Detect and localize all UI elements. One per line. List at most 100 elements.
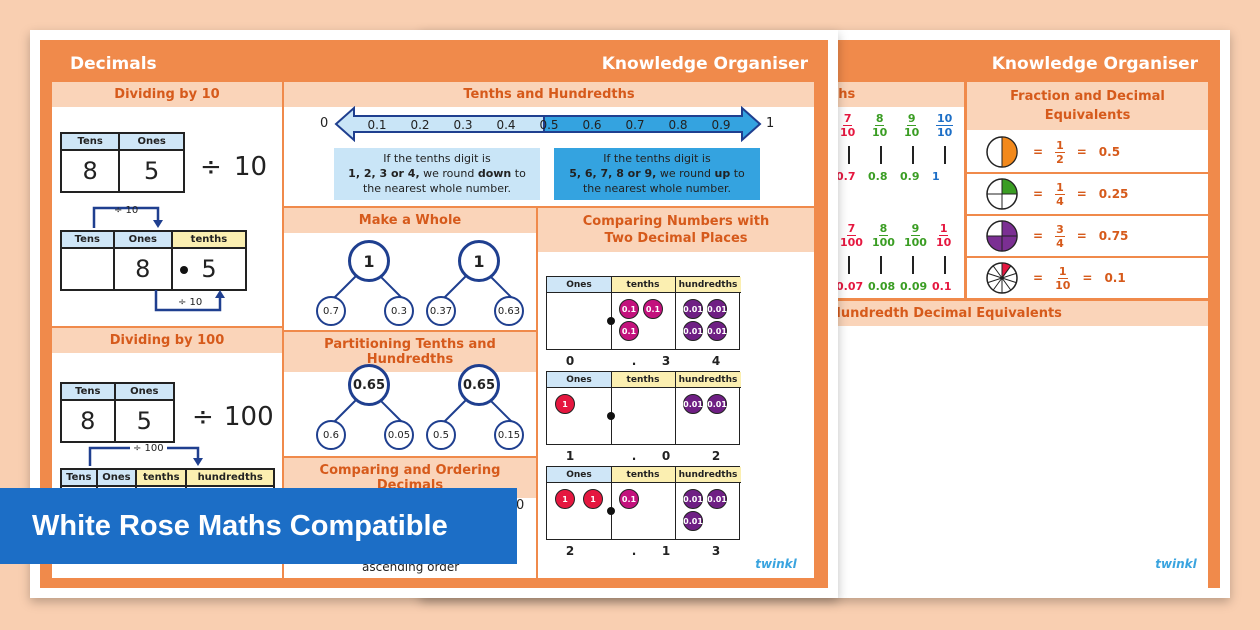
tenths-decimal: 0.07 — [836, 280, 864, 293]
chart-digit: 4 — [711, 354, 721, 368]
counter-tenths: 0.1 — [619, 489, 639, 509]
chart-digit: . — [631, 354, 637, 368]
divisor: 100 — [224, 402, 274, 432]
twinkl-logo-right: twinkl — [1150, 552, 1202, 576]
counter-hundredths: 0.01 — [707, 299, 727, 319]
fraction-numerator: 1 — [1055, 138, 1065, 153]
ordering-digit: 0 — [516, 498, 525, 513]
number-line-start: 0 — [320, 116, 329, 131]
equals-sign: = — [1082, 271, 1093, 285]
bond-part: 0.6 — [316, 420, 346, 450]
chart-digit: . — [631, 544, 637, 558]
chart-header: tenths — [611, 277, 675, 293]
chart-divider — [611, 277, 612, 349]
twinkl-logo-left: twinkl — [750, 552, 802, 576]
chart-header: Ones — [547, 467, 611, 483]
dividing-by-10-title: Dividing by 10 — [52, 82, 282, 107]
equals-sign: = — [1033, 145, 1044, 159]
chart-digit: 3 — [661, 354, 671, 368]
equals-sign: = — [1033, 229, 1044, 243]
fraction-denominator: 100 — [872, 236, 895, 249]
fraction-denominator: 10 — [840, 126, 856, 139]
fraction-numerator: 9 — [910, 222, 921, 236]
counter-hundredths: 0.01 — [683, 489, 703, 509]
equals-sign: = — [1076, 229, 1087, 243]
decimal-point — [607, 317, 615, 325]
fraction-denominator: 100 — [840, 236, 863, 249]
tick-label: 0.8 — [668, 118, 688, 132]
fraction-denominator: 10 — [937, 126, 953, 139]
round-up-word: up — [714, 167, 731, 180]
pv-header: Tens — [60, 468, 98, 487]
place-value-table-bottom: Tens Ones tenths 8 5 — [60, 230, 248, 291]
pv-header: tenths — [135, 468, 188, 487]
tenths-decimal: 0.08 — [868, 280, 896, 293]
chart-digit: 2 — [565, 544, 575, 558]
pv-digit: 8 — [60, 399, 116, 443]
fraction-numerator: 7 — [846, 222, 857, 236]
bond-part: 0.05 — [384, 420, 414, 450]
equivalent-decimal: 0.1 — [1104, 271, 1126, 285]
tenths-decimal: 0.9 — [900, 170, 920, 183]
counter-hundredths: 0.01 — [683, 394, 703, 414]
shift-arrow-top — [92, 206, 163, 228]
divide-operator: ÷ — [200, 152, 222, 182]
fraction-denominator: 10 — [904, 126, 920, 139]
pv-header: Ones — [95, 468, 138, 487]
equivalent-decimal: 0.5 — [1098, 145, 1121, 159]
fraction-connector — [880, 146, 882, 164]
pv-digit: 8 — [59, 149, 121, 193]
chart-digit: 3 — [711, 544, 721, 558]
counter-hundredths: 0.01 — [707, 489, 727, 509]
bond-part: 0.3 — [384, 296, 414, 326]
fraction-numerator: 1 — [938, 222, 949, 236]
tenths-decimal: 1 — [932, 170, 940, 183]
bond-part: 0.63 — [494, 296, 524, 326]
counter-ones: 1 — [555, 489, 575, 509]
round-up-line1: If the tenths digit is — [603, 152, 711, 165]
counter-tenths: 0.1 — [643, 299, 663, 319]
tick-label: 0.7 — [625, 118, 645, 132]
decimal-point — [607, 507, 615, 515]
decimal-point — [607, 412, 615, 420]
chart-divider — [675, 277, 676, 349]
bond-part: 0.37 — [426, 296, 456, 326]
equivalent-decimal: 0.25 — [1098, 187, 1129, 201]
pv-header: Ones — [112, 230, 173, 249]
dividing-by-100-title: Dividing by 100 — [52, 328, 282, 353]
partitioning-title: Partitioning Tenths and Hundredths — [284, 332, 536, 372]
shift-arrow-100 — [88, 446, 203, 466]
chart-digit: 1 — [565, 449, 575, 463]
counter-ones: 1 — [555, 394, 575, 414]
pv-digit: 5 — [118, 149, 185, 193]
fraction-numerator: 1 — [1055, 180, 1065, 195]
tick-label: 0.5 — [539, 118, 559, 132]
tick-label: 0.4 — [496, 118, 516, 132]
fraction-numerator: 8 — [878, 222, 889, 236]
number-line-arrow — [334, 106, 762, 142]
counter-tenths: 0.1 — [619, 299, 639, 319]
chart-divider — [611, 467, 612, 539]
counter-hundredths: 0.01 — [707, 321, 727, 341]
pv-header: tenths — [170, 230, 248, 249]
bond-part: 0.5 — [426, 420, 456, 450]
fraction-pie-icon — [986, 136, 1018, 168]
counter-tenths: 0.1 — [619, 321, 639, 341]
fraction-denominator: 4 — [1056, 194, 1064, 208]
comparing-title: Comparing Numbers with Two Decimal Place… — [538, 208, 814, 252]
fraction-denominator: 10 — [872, 126, 888, 139]
